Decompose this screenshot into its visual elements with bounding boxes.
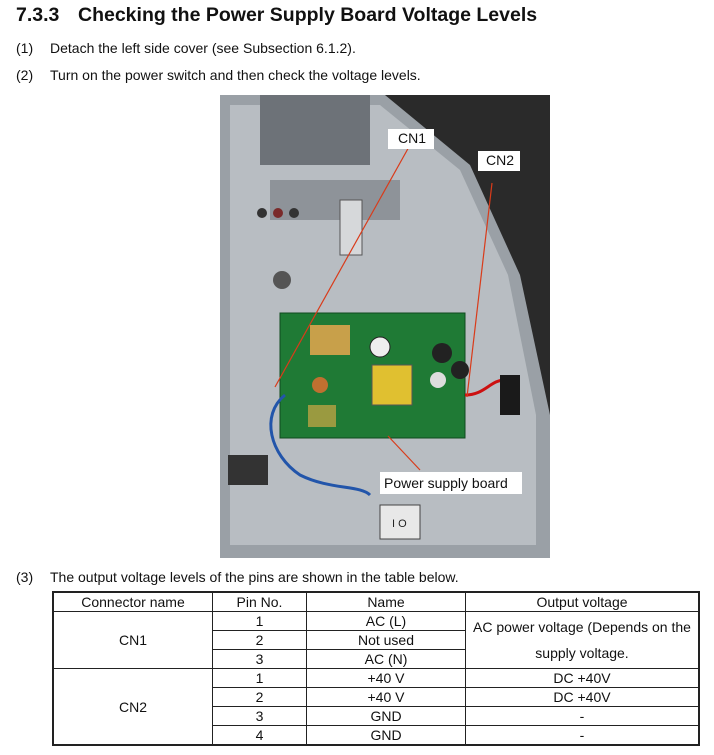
name-cell: GND	[306, 725, 466, 746]
cn1-label: CN1	[398, 130, 426, 146]
pin-cell: 2	[212, 630, 307, 650]
step-text: Detach the left side cover (see Subsecti…	[50, 40, 356, 56]
step-1: (1) Detach the left side cover (see Subse…	[16, 40, 356, 56]
power-supply-photo: I O CN1 CN2 Power supply board	[220, 95, 550, 558]
name-cell: +40 V	[306, 668, 466, 688]
table-row: 3 AC (N)	[53, 649, 699, 669]
pin-cell: 2	[212, 687, 307, 707]
pin-cell: 1	[212, 668, 307, 688]
pin-cell: 3	[212, 649, 307, 669]
col-header-name: Name	[306, 591, 466, 612]
table-row: 2 +40 V DC +40V	[53, 687, 700, 707]
pin-cell: 1	[212, 611, 307, 631]
name-cell: Not used	[306, 630, 466, 650]
voltage-table: Connector name Pin No. Name Output volta…	[52, 591, 700, 746]
step-3: (3) The output voltage levels of the pins…	[16, 569, 459, 585]
connector-cell: CN2	[52, 668, 213, 746]
name-cell: +40 V	[306, 687, 466, 707]
board-label: Power supply board	[384, 475, 508, 491]
section-heading: 7.3.3 Checking the Power Supply Board Vol…	[16, 4, 537, 27]
section-title: Checking the Power Supply Board Voltage …	[78, 4, 538, 26]
name-cell: AC (N)	[306, 649, 466, 669]
output-cell: -	[465, 725, 700, 746]
table-header-row: Connector name Pin No. Name Output volta…	[52, 591, 700, 612]
table-row: 4 GND -	[53, 725, 700, 746]
col-header-output: Output voltage	[465, 591, 700, 612]
step-number: (2)	[16, 67, 34, 83]
cn1-leader-line	[274, 144, 411, 388]
pin-cell: 3	[212, 706, 307, 726]
col-header-connector: Connector name	[52, 591, 213, 612]
step-number: (3)	[16, 569, 34, 585]
table-row: 2 Not used	[53, 630, 699, 650]
step-number: (1)	[16, 40, 34, 56]
step-text: Turn on the power switch and then check …	[50, 67, 421, 83]
output-cell: DC +40V	[465, 687, 700, 707]
col-header-pin: Pin No.	[212, 591, 307, 612]
table-row: 3 GND -	[53, 706, 700, 726]
name-cell: AC (L)	[306, 611, 466, 631]
name-cell: GND	[306, 706, 466, 726]
board-leader-line	[387, 435, 421, 471]
svg-text:I O: I O	[392, 518, 407, 530]
output-cell: -	[465, 706, 700, 726]
cn2-label: CN2	[486, 152, 514, 168]
output-cell: DC +40V	[465, 668, 700, 688]
step-text: The output voltage levels of the pins ar…	[50, 569, 459, 585]
step-2: (2) Turn on the power switch and then che…	[16, 67, 421, 83]
table-row: CN1 1 AC (L) AC power voltage (Depends o…	[52, 611, 700, 669]
section-number: 7.3.3	[16, 4, 60, 26]
pin-cell: 4	[212, 725, 307, 746]
connector-cell: CN1	[52, 611, 213, 669]
cn2-leader-line	[466, 182, 493, 398]
table-row: CN2 1 +40 V DC +40V	[52, 668, 700, 746]
output-cell: AC power voltage (Depends on the supply …	[465, 611, 700, 669]
